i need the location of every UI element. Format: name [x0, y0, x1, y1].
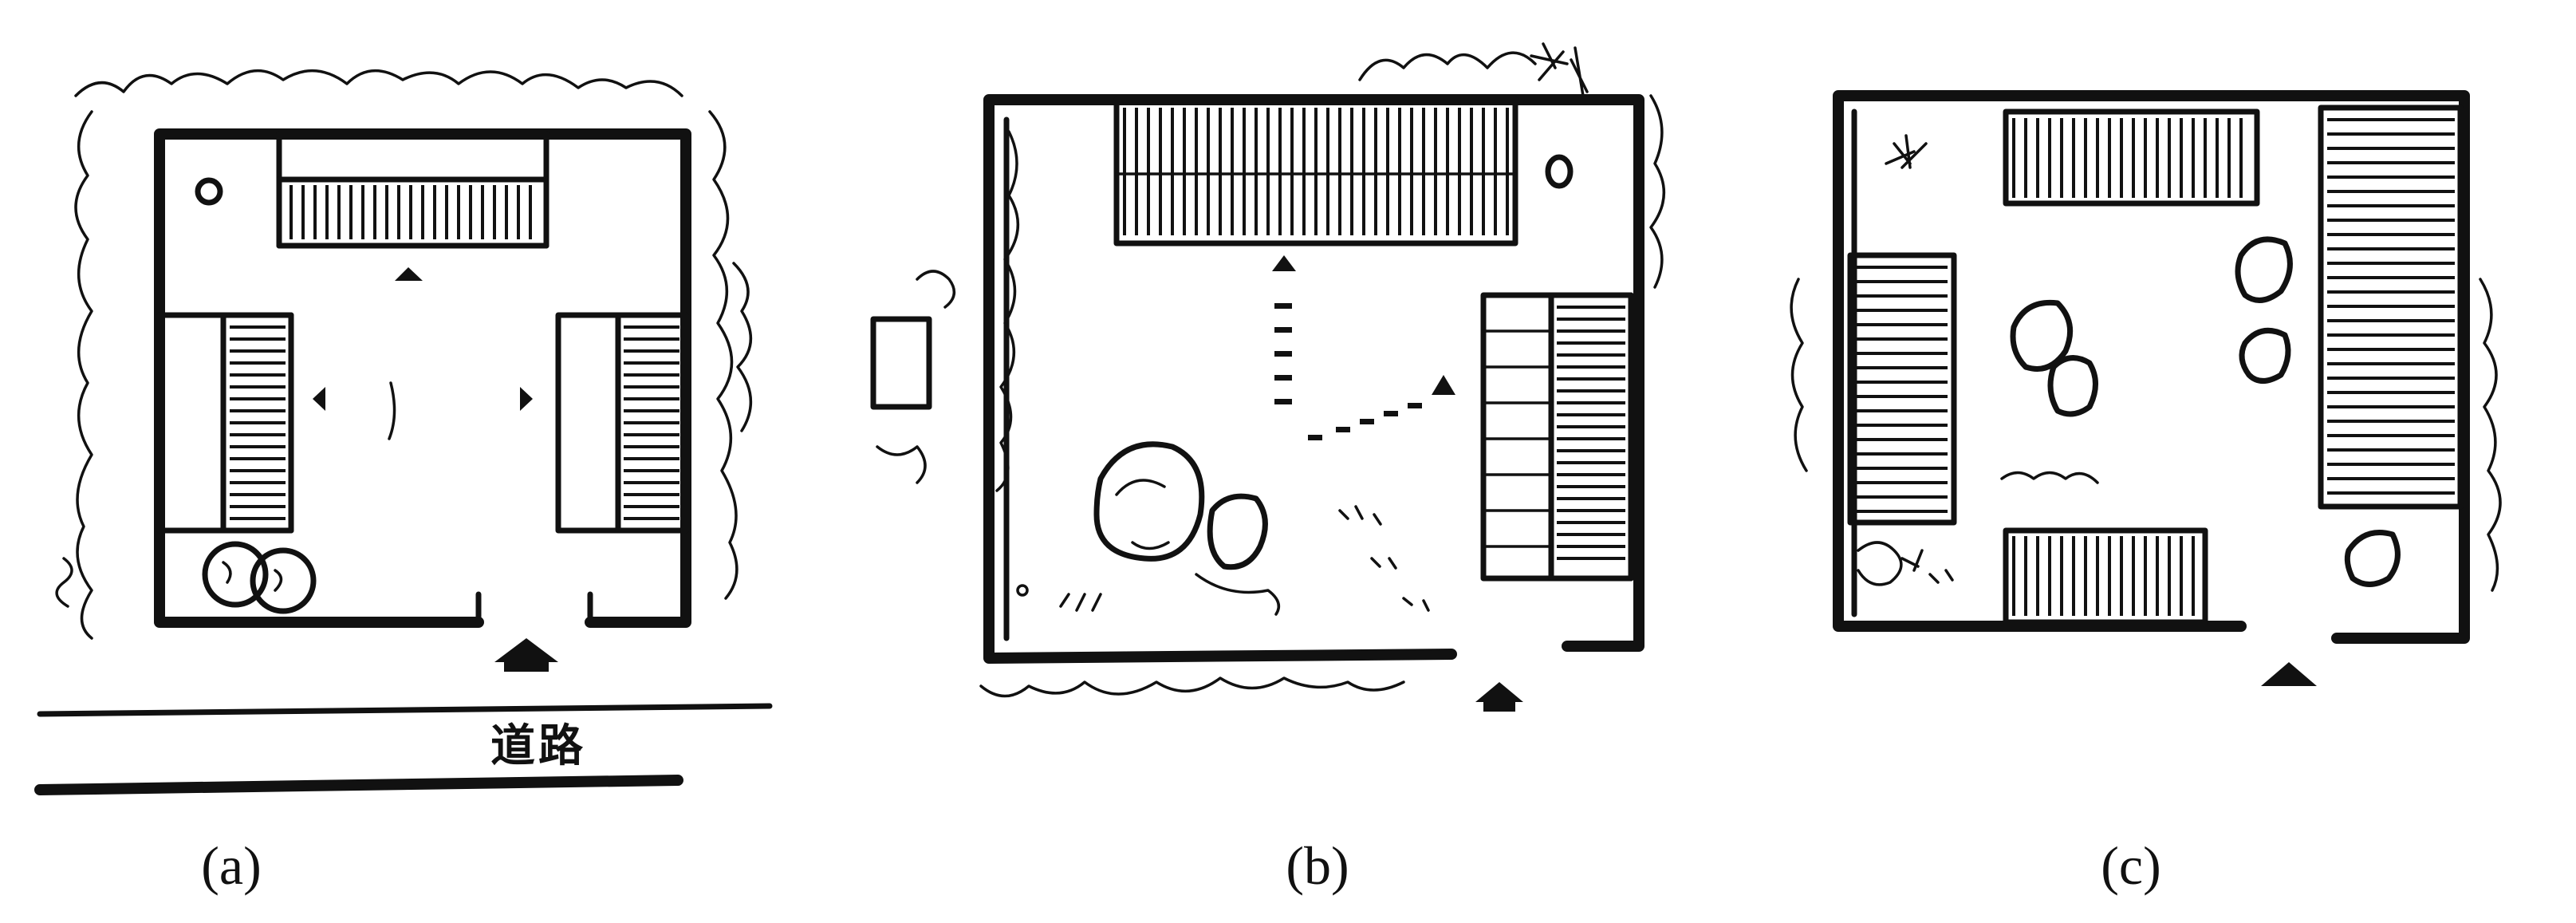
panel-c-shrub-nw	[1885, 134, 1928, 169]
panel-a-east-building-hatch	[624, 325, 679, 520]
panel-a-north-building-roof	[276, 176, 549, 249]
panel-c-north-building	[2003, 108, 2260, 207]
panel-c-plan	[1790, 90, 2502, 686]
panel-c-foliage-left-outer	[1790, 278, 1808, 472]
panel-c-north-building-hatch	[2012, 118, 2243, 198]
panel-c-rock-5	[2344, 530, 2401, 587]
panel-c-rock-4	[2239, 327, 2291, 384]
panel-b-well	[1545, 154, 1574, 189]
panel-b-north-building-hatch	[1123, 108, 1509, 235]
panel-b-north-building	[1113, 97, 1518, 247]
panel-a-well	[195, 177, 223, 206]
panel-b-large-rock-detail	[1115, 479, 1170, 550]
panel-a-foliage-right-outer	[732, 262, 752, 432]
panel-b-west-shed	[870, 316, 932, 410]
panel-b-rock-shadow	[1059, 573, 1281, 616]
road-label: 道路	[490, 720, 586, 772]
panel-b-east-building-roof	[1548, 292, 1634, 582]
panel-b-foliage-right-outer	[1649, 94, 1665, 289]
panel-b-shrubs	[1338, 505, 1430, 612]
panel-b-lantern	[1016, 584, 1029, 597]
panel-b-large-rock	[1093, 441, 1205, 562]
panel-a-east-building-roof	[615, 312, 689, 534]
panel-a-east-entrance-arrow	[520, 387, 533, 411]
panel-a-north-entrance-arrow	[395, 267, 423, 281]
panel-b-plan	[870, 42, 1665, 712]
panel-a-foliage-left-mark	[55, 557, 73, 608]
panel-c-rock-2	[2047, 355, 2098, 417]
panel-b-main-gate-symbol	[1475, 682, 1523, 712]
panel-c-east-building	[2318, 105, 2464, 510]
panel-a-foliage-right	[708, 110, 739, 600]
panel-c-outer-wall	[1833, 90, 2470, 644]
panel-c-ground-cover	[1928, 471, 2099, 584]
panel-a-foliage-left	[74, 110, 93, 640]
panel-a-plan	[34, 69, 773, 795]
panel-a-main-gate-symbol	[494, 638, 558, 672]
panel-b-caption: (b)	[1286, 835, 1349, 896]
panel-a-foliage-top	[74, 69, 683, 97]
panel-b-west-shed-foliage	[876, 270, 956, 484]
panel-c-caption: (c)	[2101, 835, 2161, 896]
panel-a-north-building-hatch	[290, 185, 532, 239]
panel-c-main-gate-symbol	[2261, 662, 2317, 686]
panel-a-caption: (a)	[201, 835, 262, 896]
panel-c-south-building-hatch	[2012, 536, 2195, 616]
panel-c-west-building-hatch	[1857, 266, 1948, 513]
panel-b-east-building-hatch	[1557, 306, 1625, 560]
panel-b-foliage-corner	[1530, 42, 1589, 97]
panel-b-stepping-path	[1272, 255, 1455, 440]
panel-c-rock-3	[2235, 236, 2293, 303]
panel-b-small-rock	[1207, 493, 1268, 570]
panel-b-east-building-bays	[1482, 329, 1553, 548]
panel-c-shrub-sw	[1857, 541, 1924, 586]
panel-a-tree-2	[250, 547, 317, 614]
panel-a-tree-1	[202, 541, 269, 608]
panel-a-west-building-hatch	[230, 325, 286, 520]
panel-a-road-edge-top	[37, 703, 773, 717]
panel-c-foliage-right-outer	[2479, 278, 2502, 592]
panel-b-outer-wall	[983, 94, 1644, 664]
panel-c-rock-1	[2010, 299, 2074, 372]
panel-c-south-building	[2003, 527, 2208, 625]
panel-b-east-entrance-arrow	[1432, 375, 1455, 395]
panel-b-foliage-bottom	[979, 676, 1405, 698]
panel-a-road-edge-bottom	[34, 775, 683, 795]
panel-a-courtyard-path	[388, 381, 396, 440]
panel-a-west-building-roof	[220, 312, 294, 534]
panel-a-west-entrance-arrow	[313, 387, 325, 411]
panel-b-foliage-top-right	[1358, 51, 1537, 81]
panel-c-west-building	[1847, 252, 1957, 526]
panel-c-east-building-hatch	[2327, 118, 2455, 495]
panel-b-north-entrance-arrow	[1272, 255, 1296, 271]
panel-a-tree-detail	[222, 561, 283, 592]
